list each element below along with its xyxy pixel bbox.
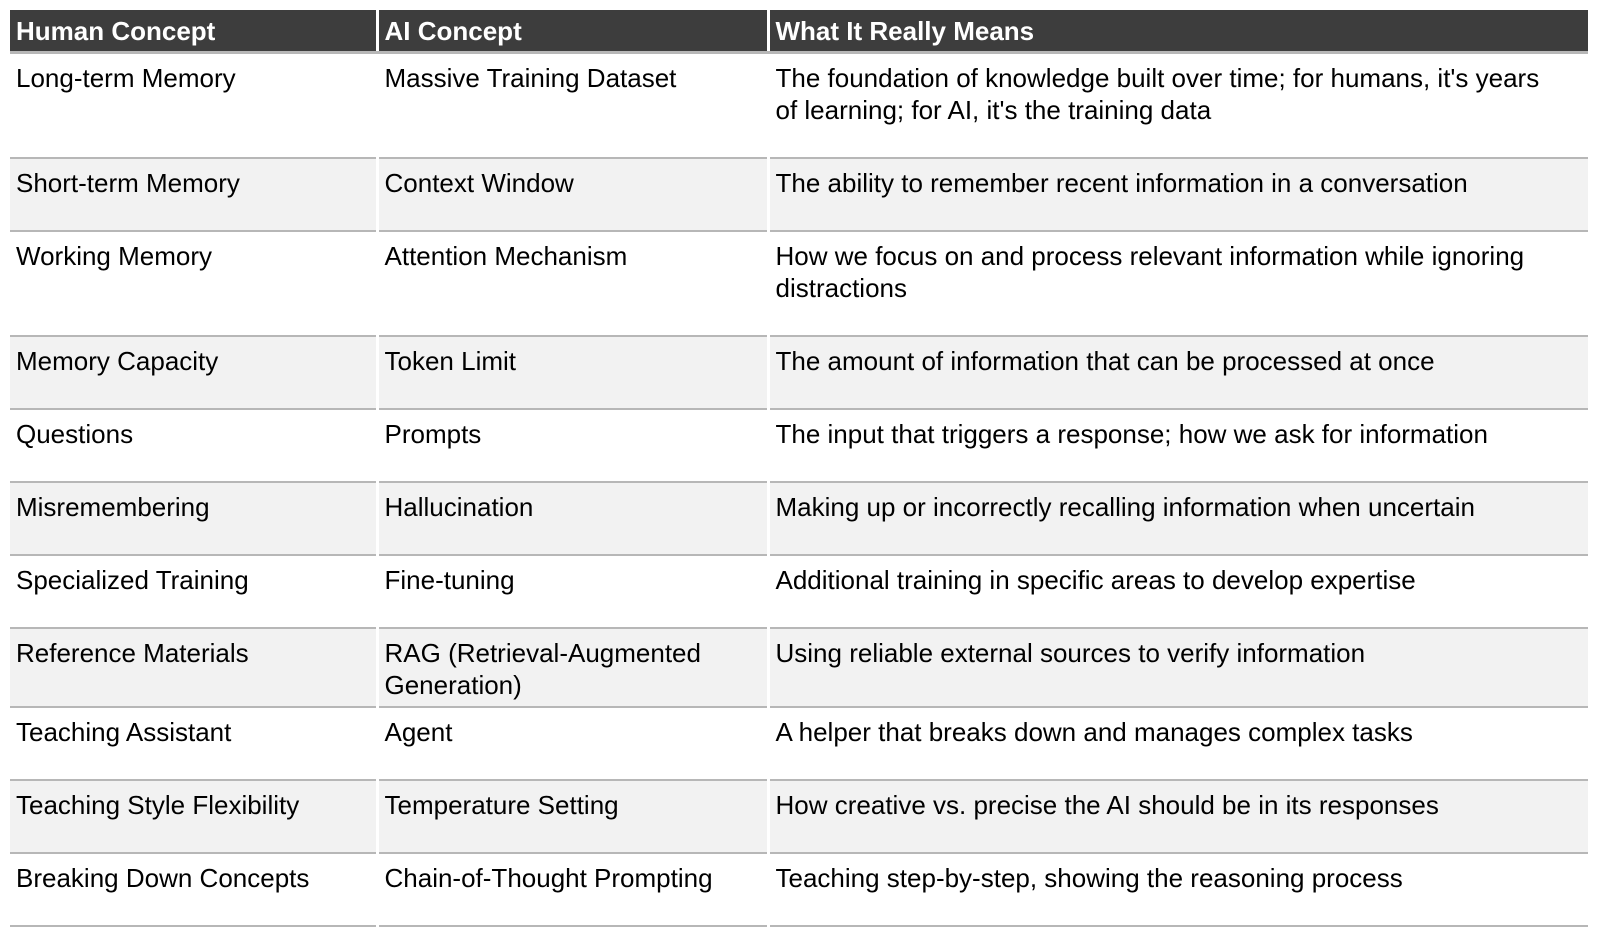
cell-human-concept: Breaking Down Concepts (10, 852, 377, 927)
cell-human-concept: Reference Materials (10, 627, 377, 707)
cell-meaning: The input that triggers a response; how … (766, 408, 1588, 482)
cell-meaning: The foundation of knowledge built over t… (766, 51, 1588, 158)
cell-human-concept: Teaching Style Flexibility (10, 779, 377, 853)
column-header-what-it-really-means: What It Really Means (766, 10, 1588, 54)
cell-meaning: The amount of information that can be pr… (766, 335, 1588, 409)
cell-meaning: The ability to remember recent informati… (766, 157, 1588, 231)
cell-meaning: Teaching step-by-step, showing the reaso… (766, 852, 1588, 927)
cell-ai-concept: Temperature Setting (375, 779, 768, 853)
cell-human-concept: Working Memory (10, 230, 377, 336)
cell-meaning: Additional training in specific areas to… (766, 554, 1588, 628)
cell-ai-concept: Prompts (375, 408, 768, 482)
header-row: Human Concept AI Concept What It Really … (10, 10, 1588, 54)
concept-comparison-table: Human Concept AI Concept What It Really … (10, 10, 1588, 927)
cell-ai-concept: Chain-of-Thought Prompting (375, 852, 768, 927)
cell-meaning: Using reliable external sources to verif… (766, 627, 1588, 707)
cell-ai-concept: Attention Mechanism (375, 230, 768, 336)
cell-meaning: How creative vs. precise the AI should b… (766, 779, 1588, 853)
cell-human-concept: Misremembering (10, 481, 377, 555)
cell-meaning: Making up or incorrectly recalling infor… (766, 481, 1588, 555)
column-header-human-concept: Human Concept (10, 10, 377, 54)
cell-ai-concept: Token Limit (375, 335, 768, 409)
cell-meaning: A helper that breaks down and manages co… (766, 706, 1588, 780)
cell-ai-concept: Massive Training Dataset (375, 51, 768, 158)
cell-human-concept: Memory Capacity (10, 335, 377, 409)
cell-human-concept: Long-term Memory (10, 51, 377, 158)
cell-human-concept: Short-term Memory (10, 157, 377, 231)
cell-human-concept: Teaching Assistant (10, 706, 377, 780)
cell-human-concept: Specialized Training (10, 554, 377, 628)
cell-ai-concept: Context Window (375, 157, 768, 231)
cell-meaning: How we focus on and process relevant inf… (766, 230, 1588, 336)
cell-human-concept: Questions (10, 408, 377, 482)
cell-ai-concept: RAG (Retrieval-Augmented Generation) (375, 627, 768, 707)
column-header-ai-concept: AI Concept (375, 10, 768, 54)
table-header: Human Concept AI Concept What It Really … (10, 10, 1588, 54)
cell-ai-concept: Agent (375, 706, 768, 780)
cell-ai-concept: Hallucination (375, 481, 768, 555)
cell-ai-concept: Fine-tuning (375, 554, 768, 628)
